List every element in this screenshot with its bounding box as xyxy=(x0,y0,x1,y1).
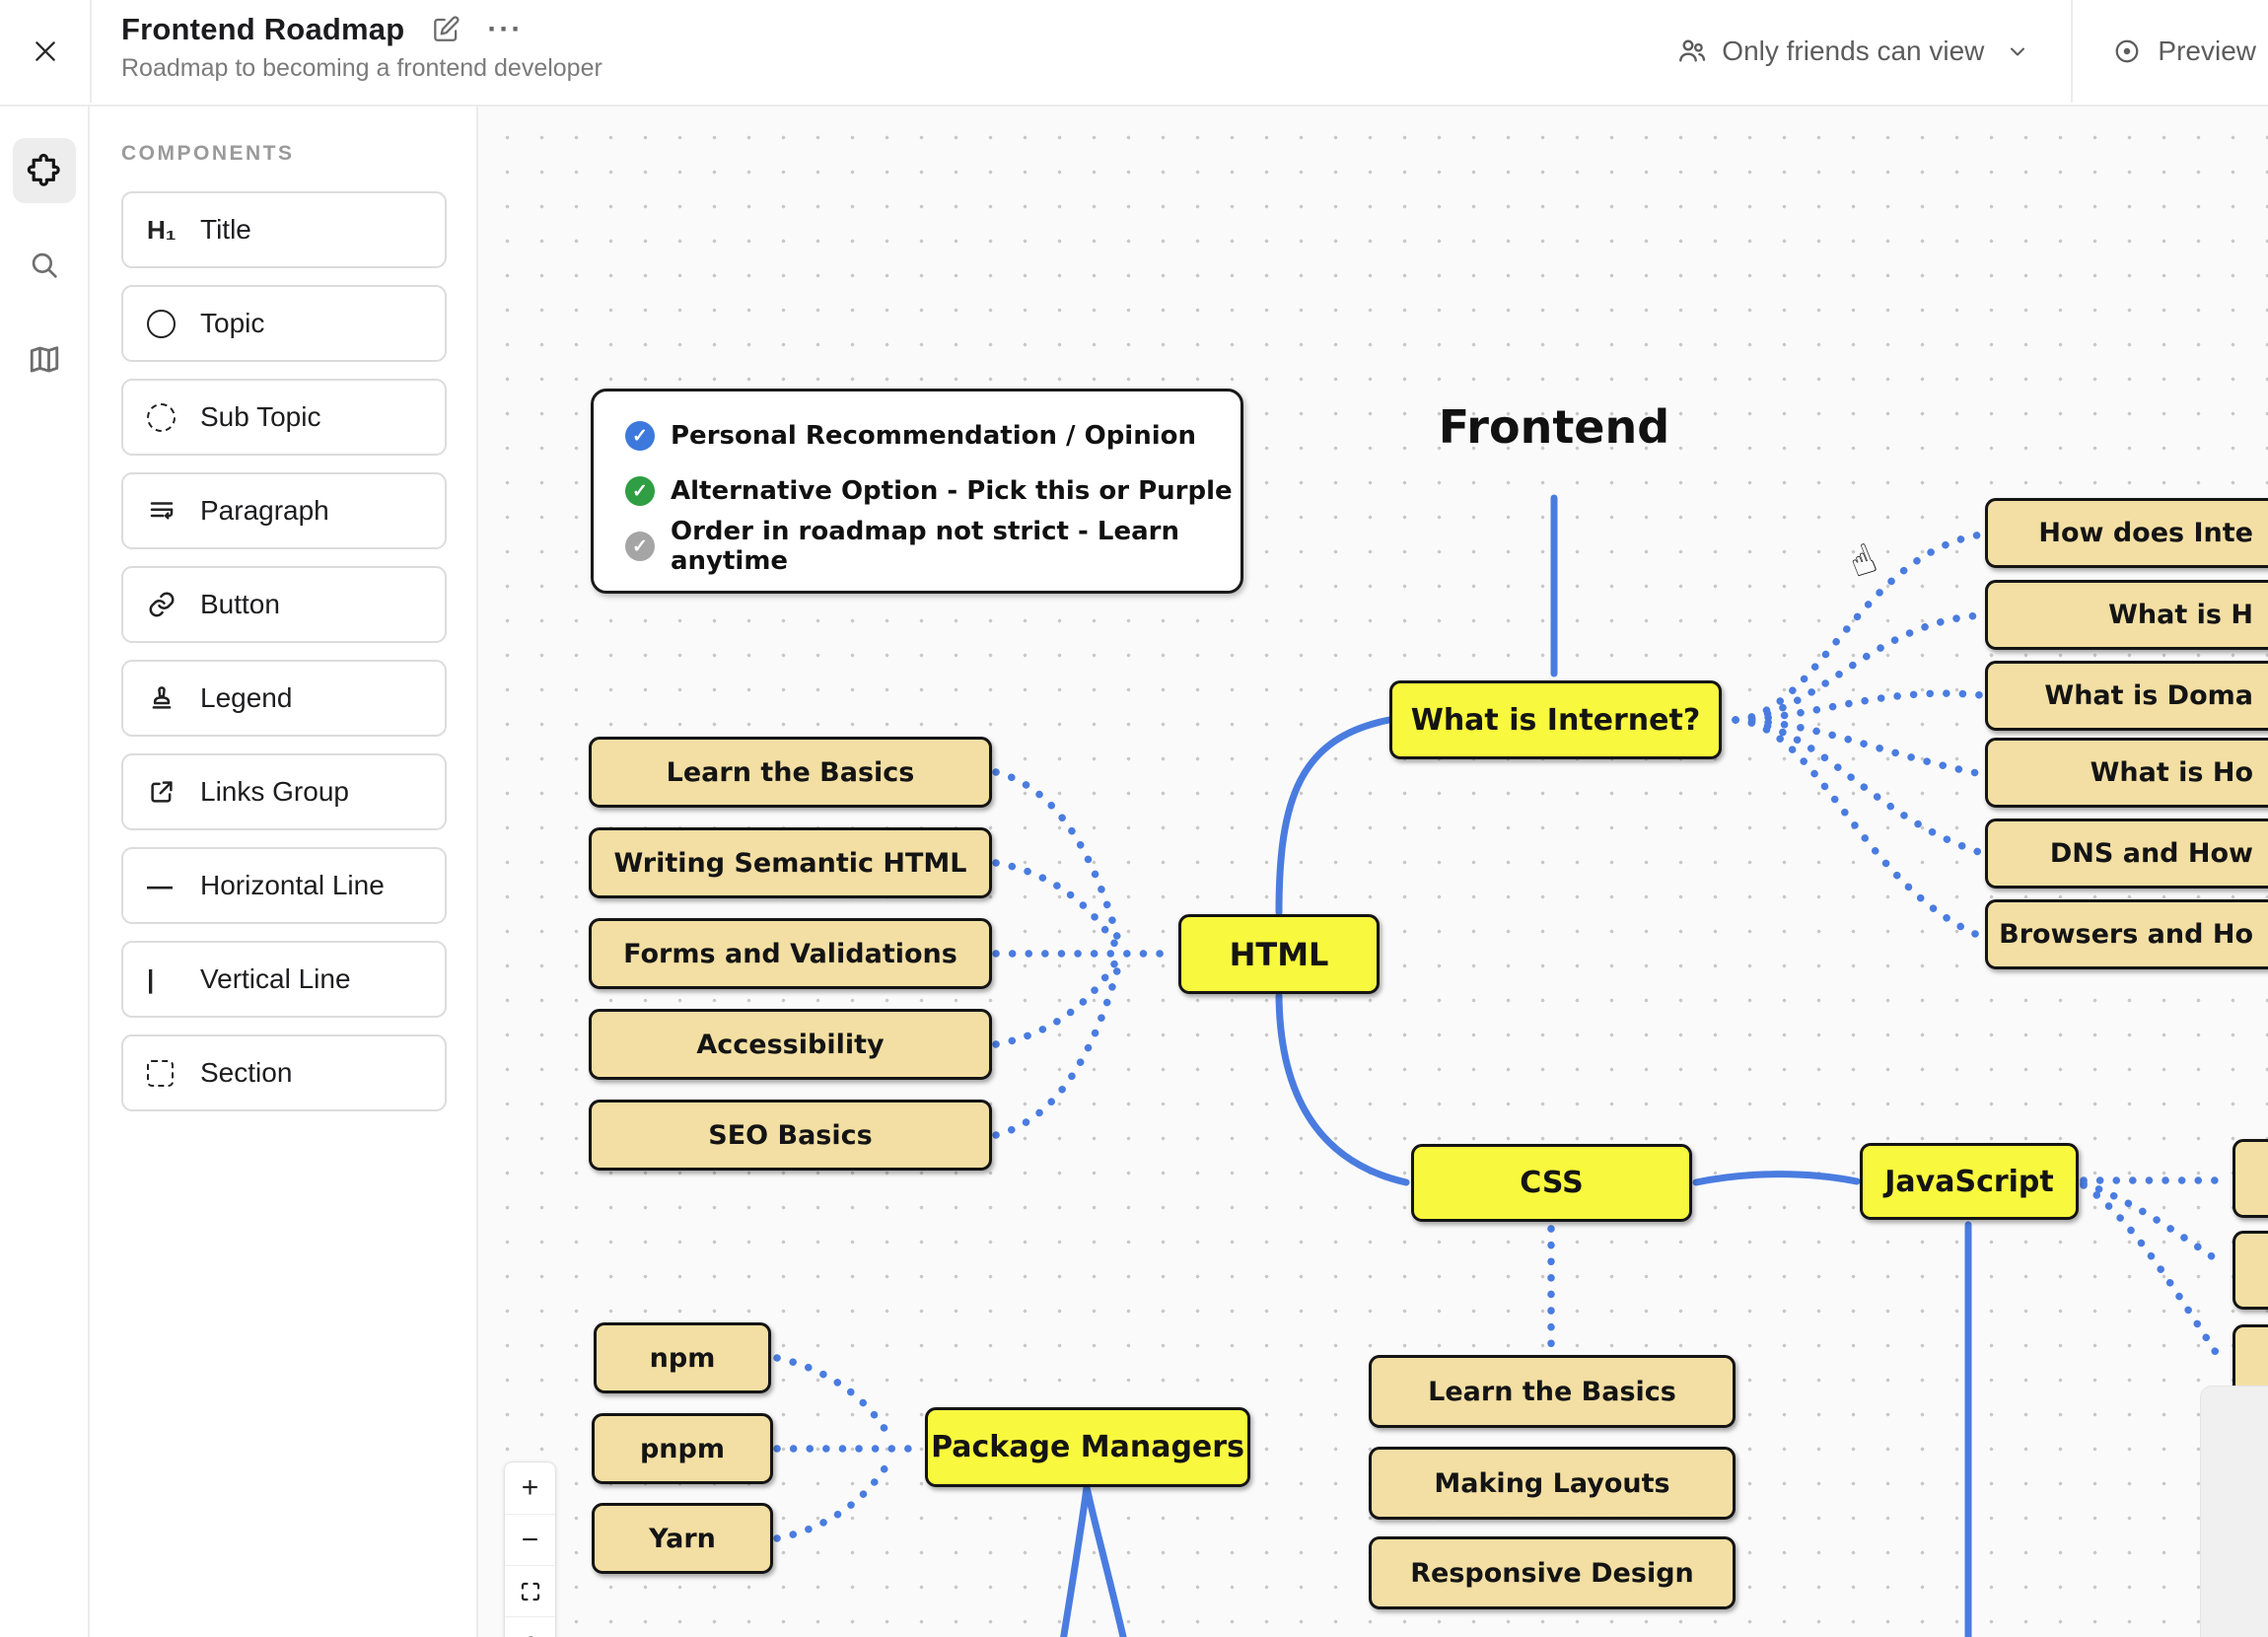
component-sub-topic[interactable]: Sub Topic xyxy=(121,379,447,456)
visibility-label: Only friends can view xyxy=(1722,36,1985,66)
component-horizontal-line[interactable]: — Horizontal Line xyxy=(121,847,447,924)
reset-view-button[interactable] xyxy=(505,1616,555,1637)
node-html-topic[interactable]: Accessibility xyxy=(589,1009,992,1080)
node-internet-topic[interactable]: How does Inte xyxy=(1985,498,2268,568)
left-rail xyxy=(0,105,90,1637)
node-internet-topic[interactable]: What is Ho xyxy=(1985,738,2268,808)
title-block: Frontend Roadmap ··· Roadmap to becoming… xyxy=(121,12,602,83)
app-header: Frontend Roadmap ··· Roadmap to becoming… xyxy=(0,0,2268,107)
roadmap-title[interactable]: Frontend xyxy=(1438,400,1670,454)
visibility-dropdown[interactable]: Only friends can view xyxy=(1670,35,2035,68)
header-divider xyxy=(90,0,92,103)
header-divider-2 xyxy=(2071,0,2074,103)
horizontal-line-icon: — xyxy=(147,870,173,900)
reset-arrow-icon xyxy=(527,1636,534,1637)
legend-item: ✓ Order in roadmap not strict - Learn an… xyxy=(625,517,1240,576)
component-topic[interactable]: Topic xyxy=(121,285,447,362)
components-heading: COMPONENTS xyxy=(121,142,295,165)
node-internet-topic[interactable]: What is Doma xyxy=(1985,661,2268,731)
close-icon xyxy=(35,41,55,61)
preview-label: Preview xyxy=(2158,36,2256,66)
h1-icon: H₁ xyxy=(147,214,177,245)
app-body: COMPONENTS H₁ Title Topic Sub Topic Para… xyxy=(0,105,2268,1637)
node-package-option[interactable]: pnpm xyxy=(592,1413,773,1484)
node-package-option[interactable]: Yarn xyxy=(592,1503,773,1574)
zoom-controls: + − xyxy=(504,1461,556,1637)
node-html[interactable]: HTML xyxy=(1178,914,1380,994)
dashed-circle-icon xyxy=(147,402,176,432)
header-actions: Only friends can view Preview xyxy=(1670,0,2268,103)
node-what-is-internet[interactable]: What is Internet? xyxy=(1389,680,1722,759)
node-html-topic[interactable]: Learn the Basics xyxy=(589,737,992,808)
circle-icon xyxy=(147,309,176,338)
node-internet-topic[interactable]: DNS and How xyxy=(1985,818,2268,889)
check-circle-icon: ✓ xyxy=(625,421,655,451)
node-javascript[interactable]: JavaScript xyxy=(1860,1143,2079,1220)
component-paragraph[interactable]: Paragraph xyxy=(121,472,447,549)
legend-item: ✓ Personal Recommendation / Opinion xyxy=(625,421,1240,451)
connector-lines xyxy=(773,494,2233,1637)
external-link-icon xyxy=(151,781,173,803)
puzzle-icon xyxy=(27,153,60,186)
fullscreen-button[interactable] xyxy=(505,1565,555,1616)
node-package-option[interactable]: npm xyxy=(594,1322,771,1393)
page-title: Frontend Roadmap xyxy=(121,12,405,46)
node-internet-topic[interactable]: What is H xyxy=(1985,580,2268,650)
component-vertical-line[interactable]: | Vertical Line xyxy=(121,941,447,1018)
search-icon xyxy=(32,252,57,278)
edit-title-button[interactable] xyxy=(430,14,461,45)
map-icon xyxy=(30,346,58,373)
node-html-topic[interactable]: Writing Semantic HTML xyxy=(589,827,992,898)
people-icon xyxy=(1679,39,1706,62)
more-menu-button[interactable]: ··· xyxy=(487,13,524,45)
stamp-icon xyxy=(152,686,172,709)
node-css[interactable]: CSS xyxy=(1411,1144,1692,1222)
bottom-right-panel xyxy=(2200,1386,2268,1637)
check-circle-icon: ✓ xyxy=(625,476,655,506)
close-button[interactable] xyxy=(0,0,90,103)
vertical-line-icon: | xyxy=(147,963,155,994)
node-css-topic[interactable]: Learn the Basics xyxy=(1369,1355,1736,1428)
component-legend[interactable]: Legend xyxy=(121,660,447,737)
component-title[interactable]: H₁ Title xyxy=(121,191,447,268)
component-links-group[interactable]: Links Group xyxy=(121,753,447,830)
preview-button[interactable]: Preview xyxy=(2106,35,2262,68)
node-internet-topic[interactable]: Browsers and Ho xyxy=(1985,899,2268,969)
rail-search-button[interactable] xyxy=(13,233,76,298)
paragraph-icon xyxy=(150,502,174,520)
fullscreen-icon xyxy=(521,1582,539,1601)
zoom-out-button[interactable]: − xyxy=(505,1514,555,1565)
eye-icon xyxy=(2116,39,2139,63)
node-html-topic[interactable]: SEO Basics xyxy=(589,1100,992,1171)
node-css-topic[interactable]: Making Layouts xyxy=(1369,1447,1736,1520)
node-javascript-topic[interactable] xyxy=(2233,1139,2268,1218)
node-css-topic[interactable]: Responsive Design xyxy=(1369,1536,1736,1609)
chevron-down-icon xyxy=(2011,47,2025,56)
rail-components-button[interactable] xyxy=(12,138,76,203)
edit-icon xyxy=(434,16,460,41)
legend-box[interactable]: ✓ Personal Recommendation / Opinion ✓ Al… xyxy=(591,389,1243,594)
link-icon xyxy=(149,592,175,617)
zoom-in-button[interactable]: + xyxy=(505,1462,555,1514)
component-section[interactable]: Section xyxy=(121,1034,447,1111)
components-panel: COMPONENTS H₁ Title Topic Sub Topic Para… xyxy=(90,105,478,1637)
node-html-topic[interactable]: Forms and Validations xyxy=(589,918,992,989)
component-button[interactable]: Button xyxy=(121,566,447,643)
dashed-square-icon xyxy=(147,1059,174,1087)
legend-item: ✓ Alternative Option - Pick this or Purp… xyxy=(625,476,1240,506)
node-javascript-topic[interactable] xyxy=(2233,1231,2268,1310)
node-package-managers[interactable]: Package Managers xyxy=(925,1407,1250,1487)
ellipsis-icon: ··· xyxy=(487,13,524,45)
check-circle-icon: ✓ xyxy=(625,532,655,561)
rail-map-button[interactable] xyxy=(13,327,76,392)
page-subtitle: Roadmap to becoming a frontend developer xyxy=(121,54,602,82)
roadmap-canvas[interactable]: ✓ Personal Recommendation / Opinion ✓ Al… xyxy=(478,105,2268,1637)
